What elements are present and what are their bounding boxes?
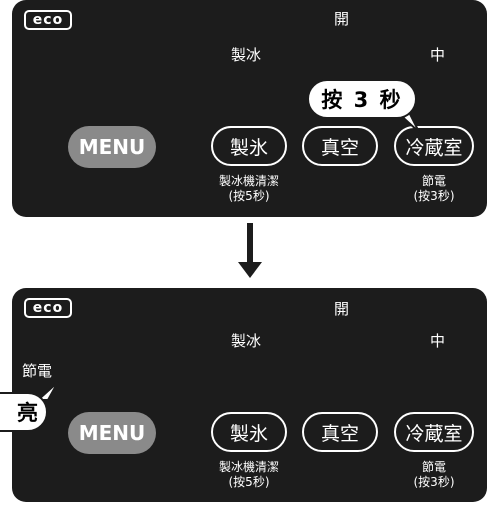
fridge-sub-label-line2: (按3秒) [413,475,455,489]
status-open: 開 [334,10,350,28]
menu-button[interactable]: MENU [68,412,156,454]
light-on-callout: 亮 [0,392,48,432]
ice-sub-label-line1: 製冰機清潔 [218,174,279,188]
press-duration-callout: 按 3 秒 [307,79,417,119]
eco-indicator: eco [24,298,72,318]
ice-sub-label-line2: (按5秒) [228,475,270,489]
down-arrow-head [238,262,262,278]
down-arrow-icon [247,223,253,265]
ice-sub-label-line1: 製冰機清潔 [218,460,279,474]
status-level: 中 [430,46,446,64]
fridge-button[interactable]: 冷蔵室 [394,126,474,166]
status-ice-mode: 製冰 [231,46,262,64]
ice-sub-label-line2: (按5秒) [228,189,270,203]
ice-button[interactable]: 製氷 [211,126,287,166]
fridge-sub-label: 節電 (按3秒) [402,174,466,204]
status-power-save: 節電 [22,362,53,380]
fridge-sub-label-line2: (按3秒) [413,189,455,203]
fridge-button[interactable]: 冷蔵室 [394,412,474,452]
fridge-sub-label: 節電 (按3秒) [402,460,466,490]
status-ice-mode: 製冰 [231,332,262,350]
fridge-sub-label-line1: 節電 [421,460,446,474]
ice-button[interactable]: 製氷 [211,412,287,452]
control-panel-after: eco 開 製冰 中 節電 MENU 製氷 真空 冷蔵室 製冰機清潔 (按5秒)… [12,288,487,502]
ice-sub-label: 製冰機清潔 (按5秒) [206,460,292,490]
control-panel-before: eco 開 製冰 中 MENU 製氷 真空 冷蔵室 製冰機清潔 (按5秒) 節電… [12,0,487,217]
eco-indicator: eco [24,10,72,30]
status-level: 中 [430,332,446,350]
vacuum-button[interactable]: 真空 [302,126,378,166]
menu-button[interactable]: MENU [68,126,156,168]
status-open: 開 [334,300,350,318]
vacuum-button[interactable]: 真空 [302,412,378,452]
ice-sub-label: 製冰機清潔 (按5秒) [206,174,292,204]
fridge-sub-label-line1: 節電 [421,174,446,188]
